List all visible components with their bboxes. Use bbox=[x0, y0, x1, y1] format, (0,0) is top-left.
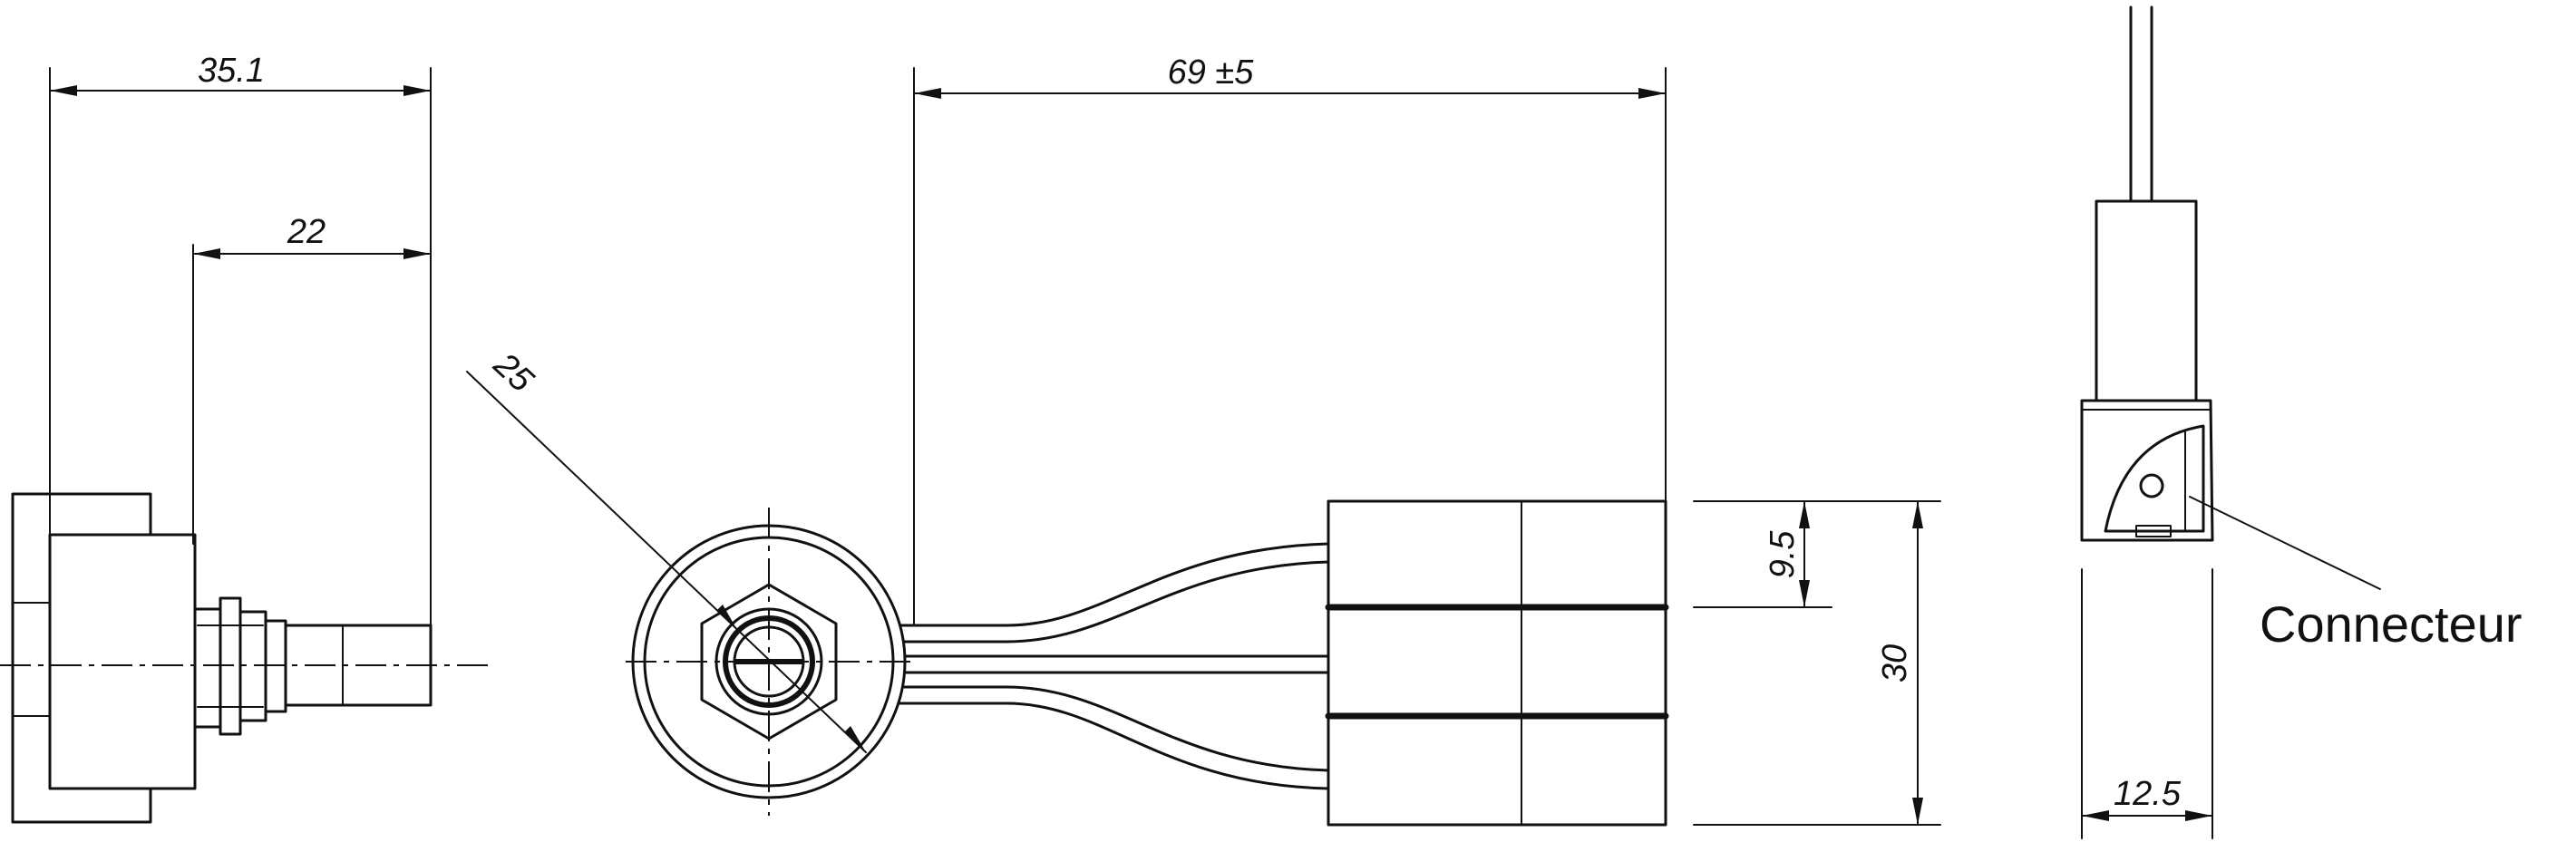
cable-sleeve bbox=[2095, 199, 2198, 402]
dim-cable-length: 69 ±5 bbox=[1168, 53, 1255, 92]
connector-housing bbox=[2080, 399, 2214, 542]
dim-overall-length: 35.1 bbox=[198, 52, 265, 90]
connector-block bbox=[1325, 499, 1669, 827]
contact-hole bbox=[2139, 473, 2164, 498]
connector-leader bbox=[2189, 496, 2381, 590]
dim-connector-width: 12.5 bbox=[2114, 775, 2182, 813]
connector-side-view: Connecteur 12.5 bbox=[2080, 5, 2523, 839]
side-view: 35.1 22 bbox=[0, 52, 490, 824]
pot-body bbox=[48, 533, 197, 790]
dim-connector-height: 30 bbox=[1876, 644, 1914, 682]
dim-connector-pitch: 9.5 bbox=[1764, 530, 1802, 579]
connector-contact bbox=[2104, 424, 2205, 533]
front-view: 25 69 ±5 9.5 30 bbox=[466, 53, 1941, 827]
dim-diameter: 25 bbox=[486, 345, 541, 401]
dim-diameter-leader bbox=[466, 371, 867, 753]
dim-shaft-length: 22 bbox=[287, 213, 326, 251]
connector-label: Connecteur bbox=[2260, 595, 2523, 653]
nut bbox=[193, 607, 222, 729]
cable bbox=[896, 542, 1330, 790]
